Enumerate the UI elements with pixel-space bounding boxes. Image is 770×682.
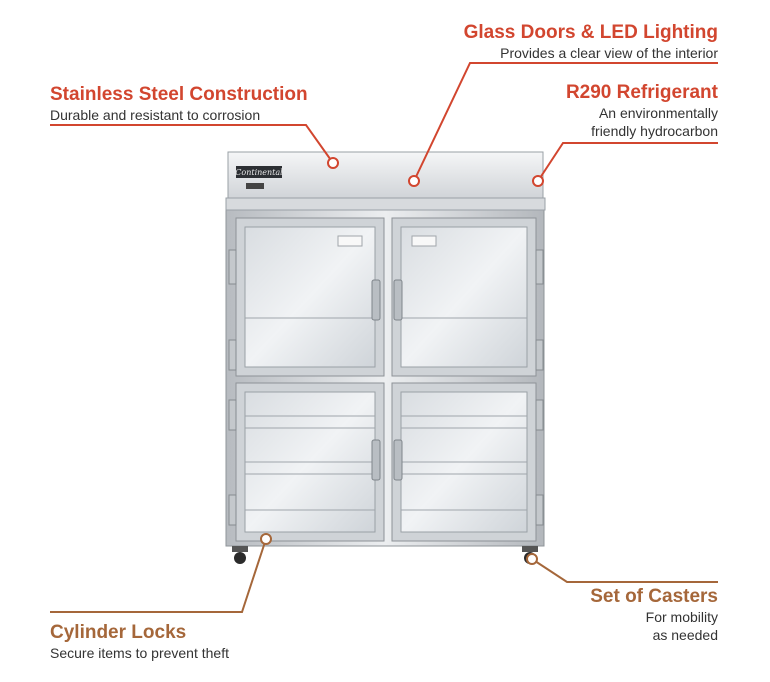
callout-locks-title: Cylinder Locks bbox=[50, 622, 187, 643]
wire-shelves bbox=[245, 317, 527, 511]
callout-stainless: Stainless Steel Construction Durable and… bbox=[50, 84, 308, 124]
leader-lines bbox=[50, 62, 718, 613]
casters bbox=[232, 546, 538, 564]
callout-refrigerant-title: R290 Refrigerant bbox=[565, 82, 718, 103]
glass-top-left bbox=[244, 226, 376, 368]
control-display bbox=[246, 183, 264, 189]
glass-top-right bbox=[400, 226, 528, 368]
brand-plate bbox=[236, 166, 282, 178]
callout-refrigerant: R290 Refrigerant An environmentally frie… bbox=[566, 82, 718, 140]
callout-glass-doors-desc: Provides a clear view of the interior bbox=[500, 45, 718, 61]
door-hinges bbox=[228, 249, 544, 526]
callout-casters-title: Set of Casters bbox=[590, 586, 718, 607]
header-lip bbox=[225, 197, 546, 211]
leader-glass-doors bbox=[413, 62, 718, 182]
leader-refrigerant bbox=[537, 142, 718, 182]
leader-casters bbox=[531, 558, 718, 583]
callout-casters-desc-2: as needed bbox=[652, 627, 718, 643]
door-handles bbox=[371, 279, 403, 481]
glass-doors bbox=[228, 217, 544, 542]
brand-plate-text: Continental bbox=[235, 168, 283, 177]
callout-locks: Cylinder Locks Secure items to prevent t… bbox=[50, 622, 229, 662]
leader-stainless bbox=[50, 124, 334, 164]
callout-stainless-title: Stainless Steel Construction bbox=[50, 84, 308, 105]
callout-casters: Set of Casters For mobility as needed bbox=[590, 586, 718, 644]
callout-refrigerant-desc-2: friendly hydrocarbon bbox=[591, 123, 718, 139]
callout-locks-desc: Secure items to prevent theft bbox=[50, 645, 229, 661]
callout-refrigerant-desc-1: An environmentally bbox=[598, 105, 718, 121]
callout-stainless-desc: Durable and resistant to corrosion bbox=[50, 107, 261, 123]
callout-glass-doors-title: Glass Doors & LED Lighting bbox=[463, 22, 718, 43]
callout-casters-desc-1: For mobility bbox=[645, 609, 718, 625]
leader-locks bbox=[50, 538, 267, 613]
callout-glass-doors: Glass Doors & LED Lighting Provides a cl… bbox=[464, 22, 718, 62]
